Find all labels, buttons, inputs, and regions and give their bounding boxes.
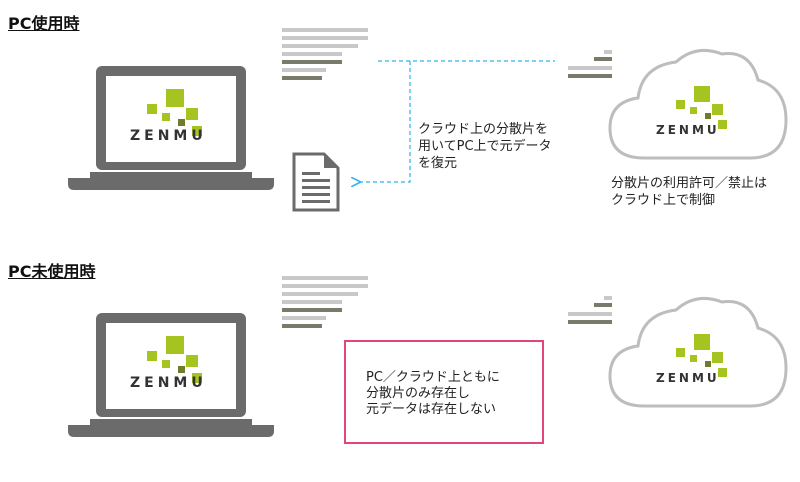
fragment-bar xyxy=(282,44,358,48)
cloud-icon: ZENMU xyxy=(608,296,788,408)
zenmu-logo: ZENMU xyxy=(656,86,727,137)
callout-line: PC／クラウド上ともに xyxy=(366,370,500,385)
cloud-control-caption-line: クラウド上で制御 xyxy=(611,193,716,208)
restore-caption: クラウド上の分散片を 用いてPC上で元データ を復元 xyxy=(418,121,552,172)
fragment-bar xyxy=(282,292,358,296)
fragment-bar xyxy=(568,74,612,78)
zenmu-logo: ZENMU xyxy=(656,334,727,385)
callout-line: 分散片のみ存在し xyxy=(366,386,471,401)
zenmu-logo: ZENMU xyxy=(130,89,207,144)
fragment-bar xyxy=(282,76,322,80)
fragment-bar xyxy=(282,316,326,320)
cloud-control-caption-line: 分散片の利用許可／禁止は xyxy=(611,176,768,191)
fragment-bar xyxy=(282,300,342,304)
fragment-bar xyxy=(594,57,612,61)
fragment-bar xyxy=(282,60,342,64)
fragment-bar xyxy=(604,50,612,54)
callout-box: PC／クラウド上ともに 分散片のみ存在し 元データは存在しない xyxy=(344,340,544,444)
fragment-bar xyxy=(282,324,322,328)
laptop-icon: ZENMU xyxy=(68,313,274,437)
fragment-bar xyxy=(282,36,368,40)
logo-text: ZENMU xyxy=(656,123,720,137)
fragment-bar xyxy=(568,66,612,70)
fragment-bar xyxy=(282,308,342,312)
fragment-bar xyxy=(282,52,342,56)
fragment-bar xyxy=(282,68,326,72)
restore-caption-line: 用いてPC上で元データ xyxy=(418,139,552,154)
section-title-pc-not-in-use: PC未使用時 xyxy=(8,262,96,281)
laptop-icon: ZENMU xyxy=(68,66,274,190)
restore-caption-line: を復元 xyxy=(418,156,458,171)
restore-caption-line: クラウド上の分散片を xyxy=(418,122,549,137)
callout-text: PC／クラウド上ともに 分散片のみ存在し 元データは存在しない xyxy=(366,370,500,418)
fragment-bar xyxy=(604,296,612,300)
logo-text: ZENMU xyxy=(656,371,720,385)
fragment-bar xyxy=(568,320,612,324)
callout-line: 元データは存在しない xyxy=(366,402,497,417)
section-title-pc-in-use: PC使用時 xyxy=(8,14,80,33)
cloud-icon: ZENMU xyxy=(608,48,788,160)
fragment-bar xyxy=(568,312,612,316)
fragment-bar xyxy=(282,284,368,288)
logo-text: ZENMU xyxy=(130,375,207,391)
fragment-bar xyxy=(282,276,368,280)
fragment-bar xyxy=(594,303,612,307)
document-icon xyxy=(292,152,340,212)
fragment-bar xyxy=(282,28,368,32)
cloud-control-caption: 分散片の利用許可／禁止は クラウド上で制御 xyxy=(611,175,767,209)
zenmu-logo: ZENMU xyxy=(130,336,207,391)
logo-text: ZENMU xyxy=(130,128,207,144)
